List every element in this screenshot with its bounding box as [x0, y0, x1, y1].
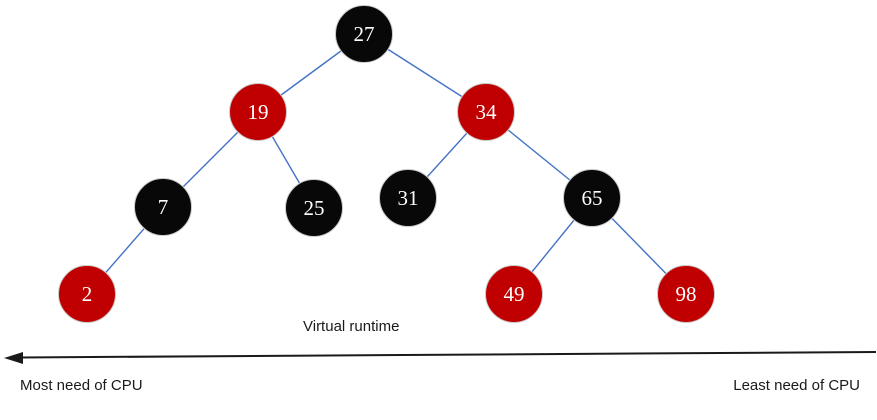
- axis-arrow-left-head-icon: [4, 352, 23, 364]
- tree-node-34: 34: [457, 83, 515, 141]
- tree-node-2: 2: [58, 265, 116, 323]
- tree-node-19: 19: [229, 83, 287, 141]
- tree-node-7: 7: [134, 178, 192, 236]
- axis-left-label: Most need of CPU: [20, 377, 143, 394]
- tree-node-98: 98: [657, 265, 715, 323]
- tree-node-31: 31: [379, 169, 437, 227]
- tree-node-65: 65: [563, 169, 621, 227]
- axis-arrow-line: [19, 351, 877, 359]
- tree-node-25: 25: [285, 179, 343, 237]
- tree-node-49: 49: [485, 265, 543, 323]
- diagram-title: Virtual runtime: [303, 318, 400, 335]
- tree-node-27: 27: [335, 5, 393, 63]
- axis-right-label: Least need of CPU: [733, 377, 860, 394]
